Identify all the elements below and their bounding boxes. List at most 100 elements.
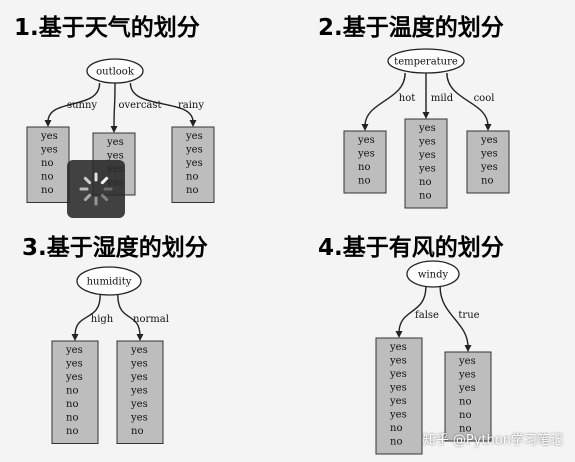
leaf-item: no — [186, 185, 198, 196]
leaf-box — [116, 340, 164, 444]
branch-edge — [364, 72, 406, 127]
leaf-box — [466, 130, 510, 194]
root-node-label: windy — [418, 270, 449, 281]
tree-panel-3: humidity high yes yes yes no no no no normal yes ye… — [51, 266, 169, 444]
leaf-box — [51, 340, 99, 444]
branch-label: cool — [474, 93, 495, 104]
leaf-item: yes — [106, 137, 124, 148]
leaf-item: no — [459, 424, 471, 435]
leaf-item: no — [66, 426, 78, 437]
leaf-box — [404, 118, 448, 209]
leaf-item: no — [459, 410, 471, 421]
leaf-item: no — [390, 437, 402, 448]
tree-panel-1: outlook sunny yes yes no no no overcast yes yes ye… — [26, 58, 215, 203]
branch-label: mild — [431, 93, 454, 104]
branch-edge — [74, 294, 101, 337]
branch-label: high — [91, 314, 114, 325]
leaf-item: yes — [130, 399, 148, 410]
panel-1-title: 1.基于天气的划分 — [14, 15, 200, 41]
arrowhead-icon — [110, 126, 118, 133]
leaf-item: yes — [480, 135, 498, 146]
branch-edge — [113, 82, 116, 129]
spinner-tick — [83, 193, 92, 202]
branch-edge — [439, 286, 469, 348]
arrowhead-icon — [44, 120, 52, 127]
leaf-item: yes — [389, 383, 407, 394]
leaf-item: yes — [185, 158, 203, 169]
leaf-item: yes — [357, 135, 375, 146]
panel-4-title: 4.基于有风的划分 — [318, 235, 504, 261]
branch-edge — [398, 286, 427, 334]
arrowhead-icon — [189, 120, 197, 127]
leaf-item: yes — [130, 386, 148, 397]
leaf-item: yes — [389, 410, 407, 421]
leaf-item: yes — [458, 383, 476, 394]
root-node-ellipse — [406, 260, 460, 288]
leaf-item: no — [459, 397, 471, 408]
branch-label: true — [458, 310, 479, 321]
watermark: 知乎 @Python学习笔记 — [422, 433, 563, 448]
leaf-item: no — [41, 172, 53, 183]
arrowhead-icon — [484, 124, 492, 131]
root-node-ellipse — [76, 266, 142, 296]
leaf-item: yes — [389, 342, 407, 353]
branch-label: rainy — [178, 100, 204, 111]
leaf-box — [343, 130, 387, 194]
spinner-tick — [100, 193, 109, 202]
leaf-item: yes — [389, 369, 407, 380]
arrowhead-icon — [395, 331, 403, 338]
leaf-item: yes — [357, 149, 375, 160]
arrowhead-icon — [464, 345, 472, 352]
root-node-label: humidity — [87, 277, 132, 288]
leaf-item: yes — [130, 413, 148, 424]
leaf-item: no — [186, 172, 198, 183]
loading-spinner-icon — [67, 160, 125, 218]
leaf-item: yes — [185, 145, 203, 156]
branch-edge — [446, 72, 489, 127]
leaf-item: yes — [418, 164, 436, 175]
branch-edge — [47, 82, 101, 123]
leaf-item: no — [66, 386, 78, 397]
arrowhead-icon — [422, 112, 430, 119]
leaf-item: no — [41, 158, 53, 169]
leaf-item: yes — [480, 162, 498, 173]
leaf-box — [375, 337, 423, 455]
leaf-item: no — [66, 413, 78, 424]
leaf-box — [26, 126, 70, 203]
root-node-label: temperature — [394, 57, 458, 68]
branch-label: normal — [133, 314, 169, 325]
leaf-item: yes — [106, 151, 124, 162]
root-node-label: outlook — [96, 67, 135, 78]
leaf-item: yes — [65, 345, 83, 356]
leaf-item: yes — [418, 137, 436, 148]
leaf-item: yes — [418, 150, 436, 161]
tree-panel-4: windyfalseyesyesyesyesyesyesnonotrueyesy… — [375, 260, 492, 455]
leaf-item: yes — [458, 356, 476, 367]
leaf-item: no — [390, 423, 402, 434]
leaf-item: yes — [130, 345, 148, 356]
tree-panel-2: temperature hot yes yes no no mild yes yes yes yes… — [343, 48, 510, 209]
arrowhead-icon — [136, 334, 144, 341]
leaf-box — [171, 126, 215, 203]
branch-edge — [129, 82, 194, 123]
branch-label: overcast — [118, 100, 161, 111]
leaf-item: yes — [40, 131, 58, 142]
leaf-item: yes — [480, 149, 498, 160]
leaf-item: no — [41, 185, 53, 196]
leaf-item: no — [419, 177, 431, 188]
panel-2-title: 2.基于温度的划分 — [318, 15, 504, 41]
branch-label: hot — [399, 93, 415, 104]
branch-label: sunny — [67, 100, 97, 111]
panel-3-title: 3.基于湿度的划分 — [22, 235, 208, 261]
leaf-item: yes — [389, 356, 407, 367]
leaf-item: yes — [40, 145, 58, 156]
leaf-item: no — [419, 191, 431, 202]
branch-edge — [117, 294, 141, 337]
arrowhead-icon — [361, 124, 369, 131]
branch-label: false — [415, 310, 439, 321]
spinner-tick — [83, 176, 92, 185]
leaf-item: no — [481, 176, 493, 187]
leaf-item: no — [131, 426, 143, 437]
leaf-item: yes — [65, 359, 83, 370]
